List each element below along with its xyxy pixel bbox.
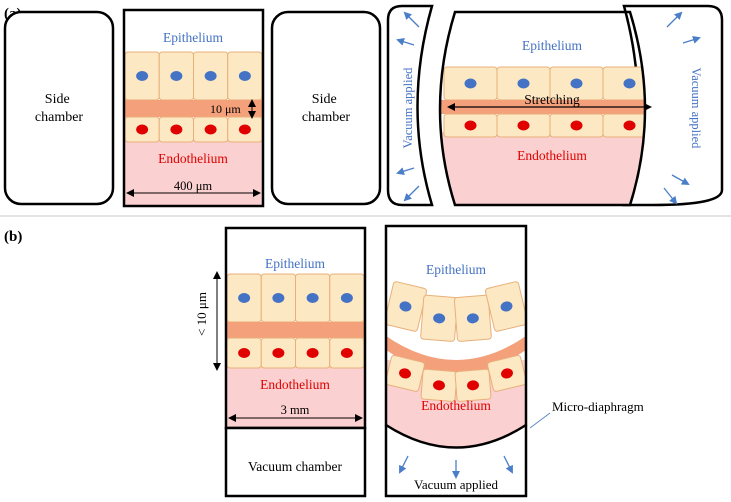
vacuum-chamber-b (224, 426, 367, 498)
vacuum-label-left: Vacuum applied (401, 67, 415, 149)
epithelial-nucleus (466, 313, 479, 324)
vacuum-arrows-b (399, 455, 513, 479)
endothelial-nucleus (570, 120, 583, 131)
side-chamber-left-label: Side chamber (35, 92, 84, 125)
vacuum-arrows-a (396, 11, 701, 205)
endothelial-nucleus (238, 348, 251, 358)
epithelial-nucleus (464, 78, 477, 89)
epithelial-nucleus (433, 313, 446, 324)
endothelial-nucleus (399, 368, 411, 379)
endothelium-label-b: Endothelium (260, 377, 330, 392)
endothelial-nucleus (517, 120, 530, 131)
endothelium-region-a2 (440, 132, 645, 205)
side-chamber-right-label: Side chamber (302, 92, 351, 125)
channel-outline-a (122, 8, 265, 208)
endothelial-nucleus (501, 368, 513, 379)
vacuum-arrow (666, 11, 683, 28)
endothelial-nucleus (238, 124, 251, 135)
vacuum-arrow (396, 37, 415, 46)
vacuum-arrow (399, 455, 409, 474)
endothelial-cell-group (420, 368, 458, 402)
endothelial-nucleus (204, 124, 217, 135)
micro-diaphragm-label: Micro-diaphragm (552, 399, 644, 414)
epithelial-nucleus (136, 71, 149, 81)
vacuum-arrow (682, 35, 701, 44)
endothelial-nucleus (272, 348, 285, 358)
vacuum-arrow (503, 455, 513, 474)
side-chamber-left-line1: Side (45, 92, 70, 107)
epithelial-nucleus (399, 301, 412, 312)
endothelial-nucleus (170, 124, 183, 135)
vacuum-chamber-left-a (386, 4, 434, 207)
endothelial-nucleus (464, 120, 477, 131)
epithelial-nucleus (623, 78, 636, 89)
epithelial-nucleus (306, 293, 319, 303)
epithelial-nucleus (238, 71, 251, 81)
endothelial-nucleus (467, 380, 479, 391)
panel-b-label: (b) (4, 229, 22, 245)
porous-membrane (124, 100, 263, 117)
side-chamber-right (270, 10, 382, 206)
vacuum-applied-label-b: Vacuum applied (414, 477, 499, 492)
vacuum-label-right: Vacuum applied (689, 68, 703, 150)
membrane-thickness-label: 10 μm (210, 102, 241, 116)
epithelial-nucleus (170, 71, 183, 81)
endothelial-nucleus (136, 124, 149, 135)
endothelium-label-a: Endothelium (158, 151, 228, 166)
endothelial-cell-group (487, 354, 526, 392)
central-channel-a (122, 8, 265, 208)
vacuum-arrow (396, 167, 415, 176)
vacuum-arrow (403, 11, 420, 28)
porous-membrane (226, 322, 365, 338)
stretched-channel-outline (438, 10, 647, 207)
epithelial-nucleus (570, 78, 583, 89)
side-chamber-right-line2: chamber (302, 110, 351, 125)
micro-diaphragm-leader (529, 412, 551, 429)
epithelial-cell-group (484, 281, 526, 332)
endothelial-nucleus (623, 120, 636, 131)
stretched-channel-a (438, 10, 647, 207)
endothelium-region-b (226, 366, 365, 428)
epithelial-nucleus (204, 71, 217, 81)
epithelium-label-b: Epithelium (265, 256, 325, 271)
endothelial-nucleus (340, 348, 353, 358)
endothelial-nucleus (433, 380, 445, 391)
epithelium-label-b2: Epithelium (426, 262, 486, 277)
vacuum-arrow (671, 174, 690, 185)
endothelial-nucleus (306, 348, 319, 358)
deformed-channel-b (384, 224, 528, 498)
channel-width-label: 400 μm (174, 179, 213, 193)
endothelial-cell-group (386, 354, 425, 392)
epithelial-nucleus (238, 293, 251, 303)
side-chamber-left (3, 10, 115, 206)
epithelial-cell-group (420, 294, 459, 342)
stretching-label: Stretching (524, 92, 580, 107)
epithelial-nucleus (340, 293, 353, 303)
vacuum-chamber-label-b: Vacuum chamber (248, 459, 343, 474)
endothelium-label-a2: Endothelium (517, 148, 587, 163)
epithelial-cell-group (453, 294, 492, 342)
epithelial-nucleus (500, 301, 513, 312)
side-chamber-right-line1: Side (312, 92, 337, 107)
epithelial-nucleus (517, 78, 530, 89)
epithelium-label-a2: Epithelium (522, 38, 582, 53)
side-chamber-left-line2: chamber (35, 110, 84, 125)
epithelial-nucleus (272, 293, 285, 303)
vacuum-arrow (663, 187, 678, 205)
endothelial-cell-group (454, 368, 492, 402)
thickness-label-b: < 10 μm (194, 292, 209, 336)
vacuum-arrow (403, 185, 420, 202)
deformed-chamber-outline (384, 425, 528, 498)
epithelial-cell-group (386, 281, 428, 332)
epithelium-label-a: Epithelium (163, 30, 223, 45)
endothelium-label-b2: Endothelium (421, 398, 491, 413)
width-label-b: 3 mm (281, 403, 310, 417)
endothelium-region-a (124, 140, 263, 206)
